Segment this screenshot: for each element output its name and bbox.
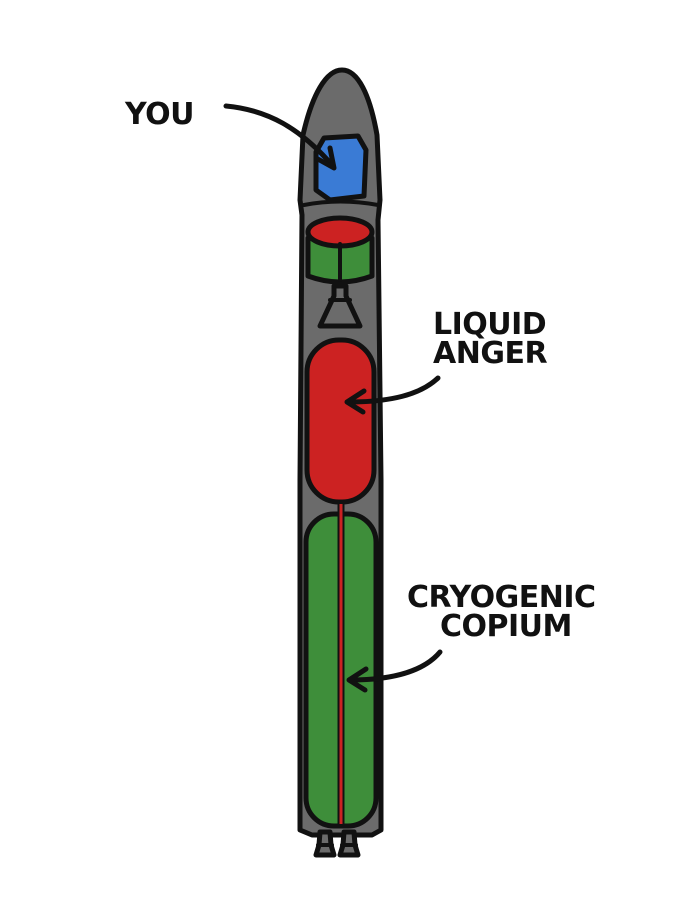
label-liquid-anger-line1: LIQUID [433, 307, 546, 342]
label-liquid-anger-line2: ANGER [433, 336, 547, 371]
booster-engines [313, 829, 361, 858]
label-cryogenic-copium: CRYOGENIC COPIUM [346, 580, 596, 693]
label-you: YOU [124, 97, 337, 171]
arrow-you [223, 103, 336, 169]
label-cryogenic-copium-line1: CRYOGENIC [407, 580, 596, 615]
upper-stage-nozzle [317, 283, 363, 329]
upper-stage-tank [305, 215, 375, 285]
cockpit-window [313, 133, 369, 203]
arrow-liquid-anger [345, 375, 441, 405]
label-cryogenic-copium-line2: COPIUM [440, 609, 572, 644]
liquid-anger-tank [304, 337, 377, 505]
label-liquid-anger: LIQUID ANGER [344, 307, 548, 415]
label-you-text: YOU [124, 97, 194, 132]
rocket [297, 67, 384, 858]
nose-divider [302, 199, 380, 207]
arrow-cryogenic-copium [347, 649, 443, 683]
